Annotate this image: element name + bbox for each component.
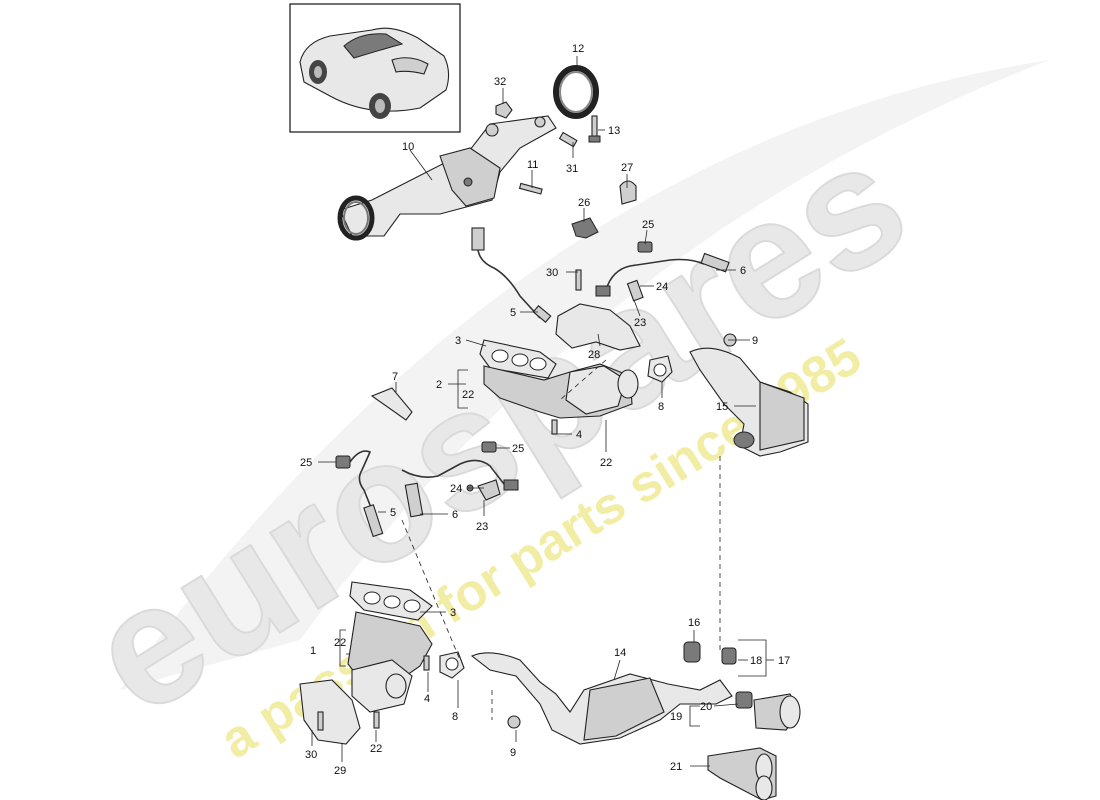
callout-15: 15 [716, 401, 728, 413]
part-15-muffler [689, 347, 809, 457]
part-3-gasket-lower [349, 581, 433, 621]
part-20-clamp [735, 691, 753, 709]
callout-31: 31 [566, 163, 578, 175]
part-7-sealant-tube [370, 387, 413, 421]
callout-28: 28 [588, 349, 600, 361]
part-4-stud-lower [423, 655, 430, 671]
part-8-gasket-lower [439, 651, 465, 679]
callout-21: 21 [670, 761, 682, 773]
part-26-bracket [571, 217, 599, 239]
callout-4-lower: 4 [424, 693, 430, 705]
callout-8-top: 8 [658, 401, 664, 413]
part-30-bolt-upper [575, 269, 582, 291]
part-4-stud-upper [551, 419, 558, 435]
part-30-bolt-lower [317, 711, 324, 731]
car-hub-front [314, 66, 322, 78]
callout-25-left: 25 [300, 457, 312, 469]
callout-10: 10 [402, 141, 414, 153]
part-9-nut-lower [507, 715, 521, 729]
part-2-manifold-upper [483, 363, 639, 419]
callout-24-lower: 24 [450, 483, 462, 495]
callout-2: 2 [436, 379, 442, 391]
callout-9-lower: 9 [510, 747, 516, 759]
car-rear-deck [391, 57, 429, 75]
callout-11: 11 [527, 159, 538, 171]
callout-17: 17 [778, 655, 790, 667]
callout-29: 29 [334, 765, 346, 777]
part-21-tailpipe-trim [707, 747, 777, 800]
part-5-oxygen-sensor-lower [349, 450, 384, 538]
callout-25-top: 25 [642, 219, 654, 231]
callout-numbers: 12 32 13 10 11 31 27 26 25 30 6 24 5 23 … [300, 43, 790, 777]
callout-22-top-right: 22 [600, 457, 612, 469]
callout-5-lower: 5 [390, 507, 396, 519]
callout-26: 26 [578, 197, 590, 209]
callout-3-top: 3 [455, 335, 461, 347]
callout-22-lower: 22 [370, 743, 382, 755]
part-25-clip-left [335, 455, 351, 469]
part-24-bolt-upper [626, 279, 644, 302]
callout-18: 18 [750, 655, 762, 667]
part-32-nut [495, 101, 513, 119]
callout-19: 19 [670, 711, 682, 723]
callout-8-lower: 8 [452, 711, 458, 723]
callout-16: 16 [688, 617, 700, 629]
car-thumbnail [289, 3, 461, 133]
part-11-bolt [518, 182, 543, 195]
part-16-clamp [683, 641, 701, 663]
callout-6-top: 6 [740, 265, 746, 277]
callout-9-top: 9 [752, 335, 758, 347]
callout-22-top-left: 22 [462, 389, 474, 401]
part-31-bolt [558, 131, 578, 148]
car-hub-rear [375, 99, 385, 113]
callout-30-lower: 30 [305, 749, 317, 761]
callout-14: 14 [614, 647, 626, 659]
callout-4-top: 4 [576, 429, 582, 441]
part-28-heat-shield [555, 303, 641, 351]
part-18-clamp [721, 647, 737, 665]
callout-27: 27 [621, 162, 633, 174]
callout-13: 13 [608, 125, 620, 137]
dashed-lines [401, 359, 721, 720]
part-5-oxygen-sensor-upper [471, 227, 552, 323]
part-10-bracket [337, 115, 557, 241]
callout-23-top: 23 [634, 317, 646, 329]
part-6-oxygen-sensor-lower [401, 459, 519, 518]
callout-30-top: 30 [546, 267, 558, 279]
callout-5-top: 5 [510, 307, 516, 319]
callout-32: 32 [494, 76, 506, 88]
callout-12: 12 [572, 43, 584, 55]
part-6-oxygen-sensor-upper [595, 252, 730, 297]
part-3-gasket-upper [479, 339, 557, 379]
car-roof [343, 33, 404, 59]
callout-23-lower: 23 [476, 521, 488, 533]
watermark-swoosh [120, 60, 1050, 690]
callout-24-top: 24 [656, 281, 668, 293]
part-19-tailpipe [753, 693, 801, 731]
callout-1: 1 [310, 645, 316, 657]
part-27-clip [619, 180, 637, 205]
callout-20: 20 [700, 701, 712, 713]
part-23-bracket-lower [477, 479, 501, 501]
part-25-clip-mid [481, 441, 497, 453]
callout-25-mid: 25 [512, 443, 524, 455]
part-13-bolt [588, 115, 601, 143]
callout-7: 7 [392, 371, 398, 383]
part-14-pipe-and-silencer [470, 652, 733, 745]
callout-3-lower: 3 [450, 607, 456, 619]
leader-lines [311, 56, 774, 767]
callout-22-lower-left: 22 [334, 637, 346, 649]
part-12-clamp [553, 65, 599, 119]
part-8-gasket-upper [647, 355, 673, 383]
part-22-bolt-lower [373, 711, 380, 729]
part-29-heat-shield [299, 679, 361, 745]
callout-6-lower: 6 [452, 509, 458, 521]
part-1-manifold-lower [347, 611, 433, 713]
